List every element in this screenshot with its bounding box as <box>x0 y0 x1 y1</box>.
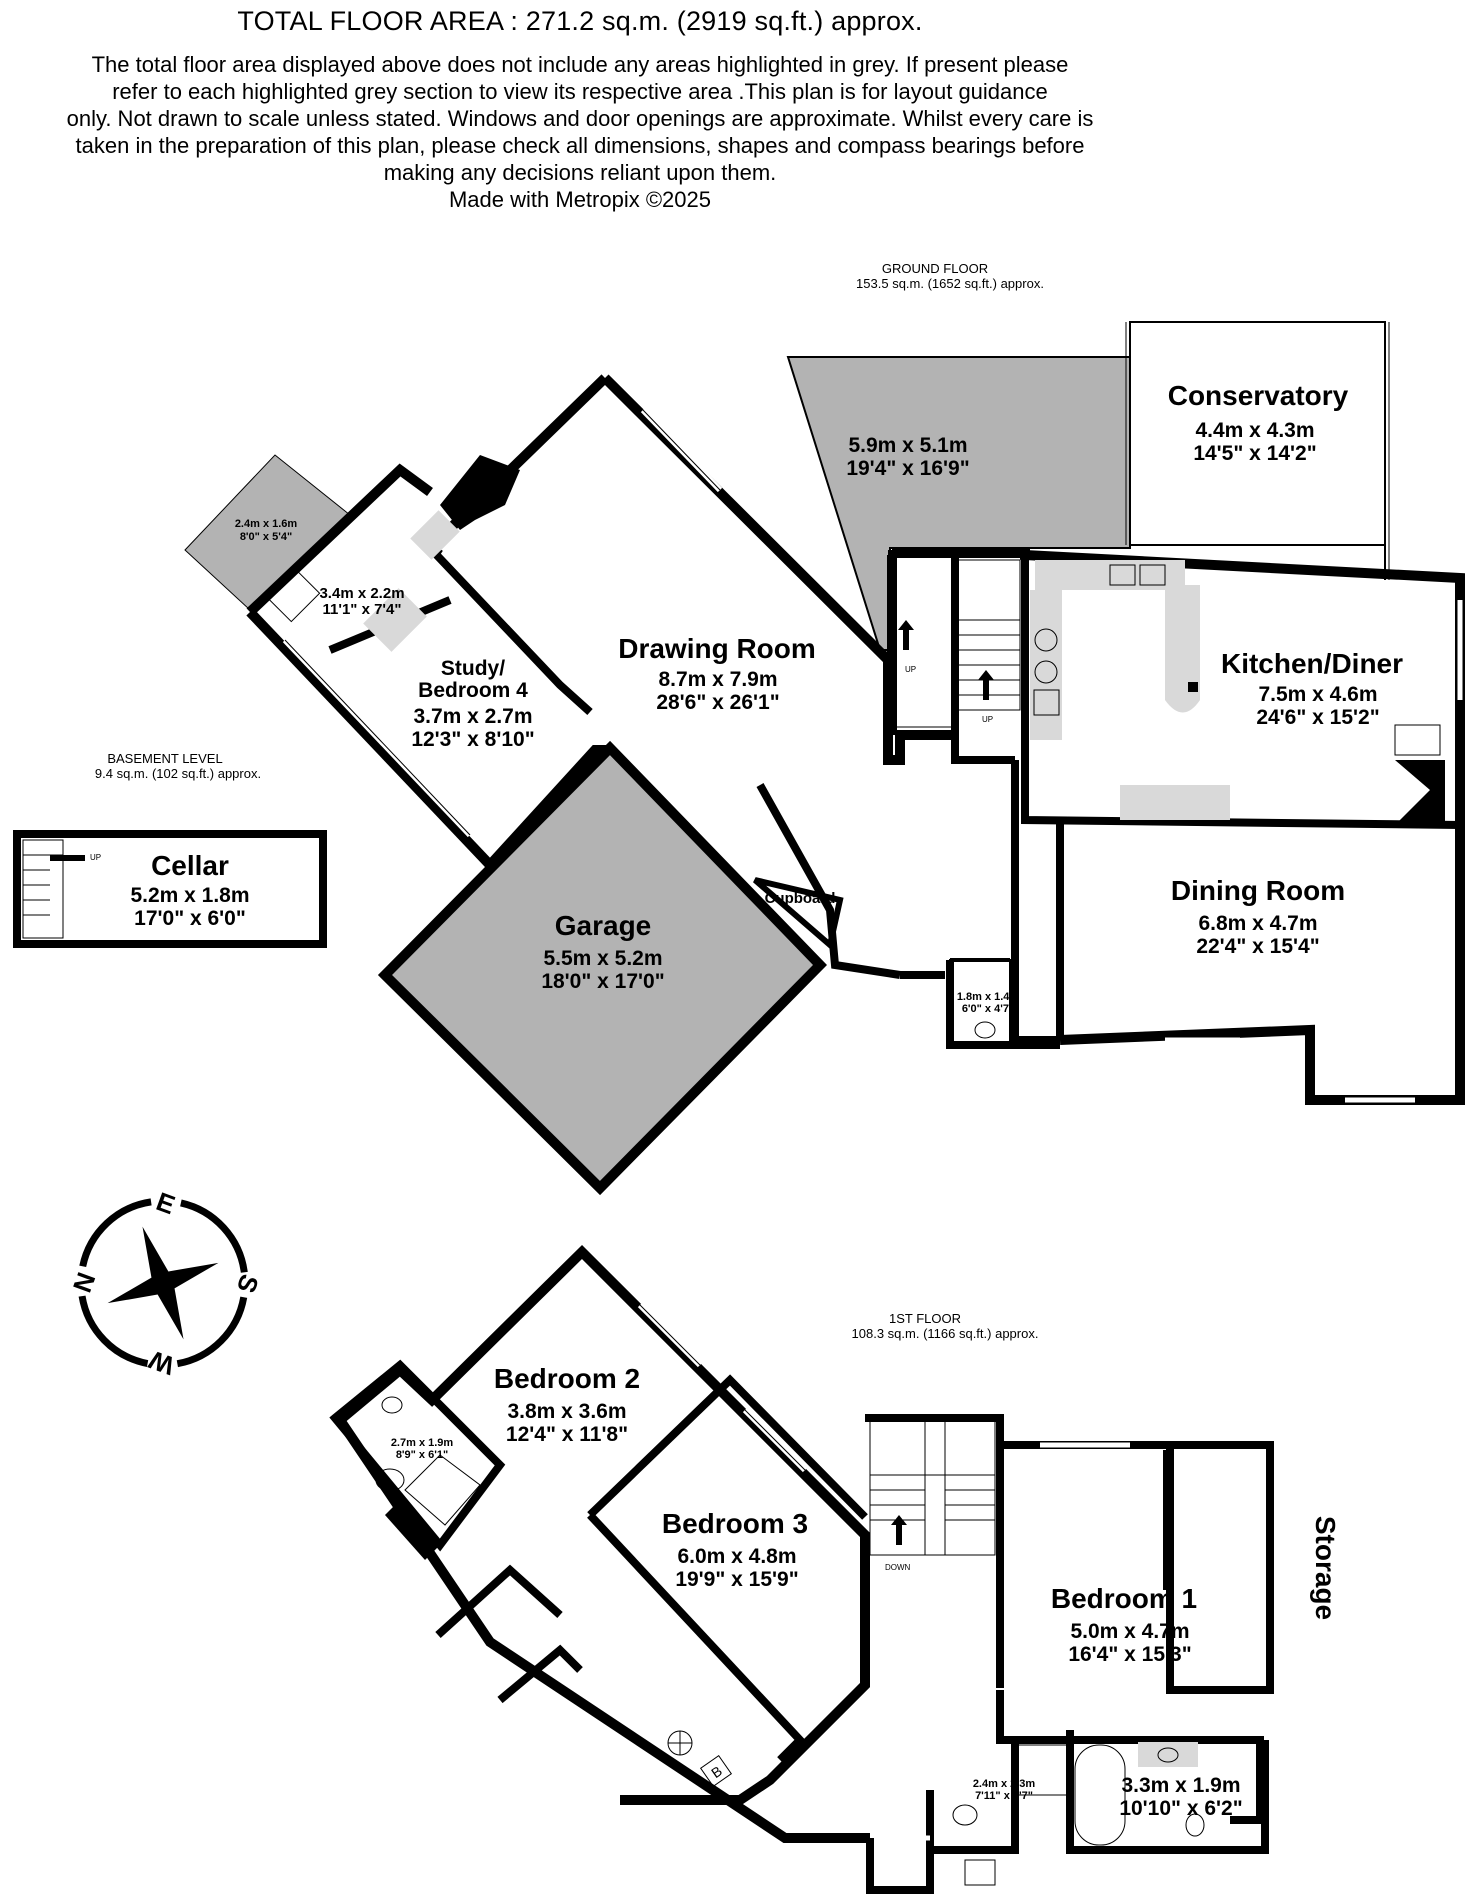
bedroom1-name: Bedroom 1 <box>1051 1583 1197 1614</box>
bedroom1-metric: 5.0m x 4.7m <box>1070 1620 1189 1643</box>
utility-metric: 3.4m x 2.2m <box>319 585 404 602</box>
disclaimer-line: making any decisions reliant upon them. <box>383 160 777 185</box>
wc-metric: 1.8m x 1.4m <box>957 991 1020 1003</box>
kitchen-diner-imperial: 24'6" x 15'2" <box>1256 706 1379 729</box>
ensuite2-imperial: 8'9" x 6'1" <box>396 1449 448 1461</box>
boiler-label: B <box>708 1763 725 1781</box>
grey-area-imperial: 19'4" x 16'9" <box>846 457 969 480</box>
ground-floor-label: GROUND FLOOR <box>882 261 988 276</box>
drawing-room-name: Drawing Room <box>618 633 816 664</box>
compass-rose-icon <box>107 1226 219 1340</box>
drawing-room-metric: 8.7m x 7.9m <box>658 668 777 691</box>
study-name-line1: Study/ <box>441 657 505 680</box>
kitchen-fixtures <box>1030 560 1441 820</box>
bathroom-fixtures <box>952 1742 1205 1886</box>
disclaimer: The total floor area displayed above doe… <box>0 51 1160 186</box>
header: TOTAL FLOOR AREA : 271.2 sq.m. (2919 sq.… <box>0 0 1160 213</box>
bathroom-imperial: 10'10" x 6'2" <box>1119 1797 1242 1820</box>
total-floor-area: TOTAL FLOOR AREA : 271.2 sq.m. (2919 sq.… <box>237 6 923 36</box>
conservatory-metric: 4.4m x 4.3m <box>1195 419 1314 442</box>
disclaimer-line: refer to each highlighted grey section t… <box>112 79 1048 104</box>
conservatory-imperial: 14'5" x 14'2" <box>1193 442 1316 465</box>
disclaimer-line: The total floor area displayed above doe… <box>91 52 1069 77</box>
bedroom3-name: Bedroom 3 <box>662 1508 808 1539</box>
conservatory-room <box>1125 321 1390 580</box>
compass: N E S W <box>67 1186 265 1381</box>
grey-area-metric: 5.9m x 5.1m <box>848 434 967 457</box>
dining-room-metric: 6.8m x 4.7m <box>1198 912 1317 935</box>
garage-name: Garage <box>555 910 652 941</box>
ground-floor-area: 153.5 sq.m. (1652 sq.ft.) approx. <box>856 276 1044 291</box>
study-name-line2: Bedroom 4 <box>418 679 528 702</box>
first-floor-area: 108.3 sq.m. (1166 sq.ft.) approx. <box>852 1326 1039 1341</box>
wc-imperial: 6'0" x 4'7" <box>962 1003 1014 1015</box>
stairs-up-label: UP <box>982 715 993 724</box>
stairs-up-label: UP <box>905 665 916 674</box>
basement-area: 9.4 sq.m. (102 sq.ft.) approx. <box>95 766 261 781</box>
compass-s: S <box>231 1270 265 1297</box>
cellar-stairs-up-label: UP <box>90 853 101 862</box>
cellar-stairs: UP <box>22 839 101 939</box>
compass-w: W <box>145 1344 179 1381</box>
study-metric: 3.7m x 2.7m <box>413 705 532 728</box>
cupboard-room <box>753 877 844 951</box>
dining-room-name: Dining Room <box>1171 875 1345 906</box>
utility-study-walls <box>184 454 610 869</box>
bedroom2-imperial: 12'4" x 11'8" <box>506 1423 628 1446</box>
conservatory-name: Conservatory <box>1168 380 1349 411</box>
first-floor-label: 1ST FLOOR <box>889 1311 961 1326</box>
lobby-grey-imperial: 8'0" x 5'4" <box>240 531 292 543</box>
made-with-credit: Made with Metropix ©2025 <box>448 187 711 212</box>
utility-imperial: 11'1" x 7'4" <box>323 601 402 618</box>
ground-floor-stairs: UP UP <box>892 556 1021 728</box>
cupboard-name: Cupboard <box>765 890 836 907</box>
bedroom2-name: Bedroom 2 <box>494 1363 640 1394</box>
dining-room-imperial: 22'4" x 15'4" <box>1196 935 1319 958</box>
compass-e: E <box>152 1186 179 1220</box>
cellar-metric: 5.2m x 1.8m <box>130 884 249 907</box>
lobby-grey-metric: 2.4m x 1.6m <box>235 518 298 530</box>
compass-n: N <box>67 1268 102 1296</box>
bedroom3-imperial: 19'9" x 15'9" <box>675 1568 798 1591</box>
cellar-imperial: 17'0" x 6'0" <box>134 907 246 930</box>
ensuite-room <box>329 1359 506 1560</box>
first-floor-plan: 1ST FLOOR 108.3 sq.m. (1166 sq.ft.) appr… <box>329 1244 1341 1894</box>
study-imperial: 12'3" x 8'10" <box>411 728 534 751</box>
basement-plan: BASEMENT LEVEL 9.4 sq.m. (102 sq.ft.) ap… <box>13 751 327 948</box>
kitchen-diner-metric: 7.5m x 4.6m <box>1258 683 1377 706</box>
basement-label: BASEMENT LEVEL <box>107 751 222 766</box>
drawing-room-imperial: 28'6" x 26'1" <box>656 691 779 714</box>
stairs-down-label: DOWN <box>885 1563 911 1572</box>
garage-room <box>377 740 827 1196</box>
ensuite2-metric: 2.7m x 1.9m <box>391 1437 454 1449</box>
bathroom-metric: 3.3m x 1.9m <box>1121 1774 1240 1797</box>
garage-metric: 5.5m x 5.2m <box>543 947 662 970</box>
bedroom2-metric: 3.8m x 3.6m <box>507 1400 626 1423</box>
storage-name: Storage <box>1310 1516 1341 1620</box>
disclaimer-line: taken in the preparation of this plan, p… <box>75 133 1085 158</box>
cellar-name: Cellar <box>151 850 229 881</box>
disclaimer-line: only. Not drawn to scale unless stated. … <box>66 106 1094 131</box>
kitchen-diner-name: Kitchen/Diner <box>1221 648 1403 679</box>
bedroom1-imperial: 16'4" x 15'3" <box>1068 1643 1191 1666</box>
wc-room <box>949 959 1011 1044</box>
shower-room-metric: 2.4m x 2.3m <box>973 1778 1036 1790</box>
ground-floor-plan: GROUND FLOOR 153.5 sq.m. (1652 sq.ft.) a… <box>184 261 1465 1196</box>
bedroom3-metric: 6.0m x 4.8m <box>677 1545 796 1568</box>
first-floor-stairs: DOWN <box>869 1419 996 1572</box>
shower-room-imperial: 7'11" x 7'7" <box>975 1790 1033 1802</box>
garage-imperial: 18'0" x 17'0" <box>541 970 664 993</box>
